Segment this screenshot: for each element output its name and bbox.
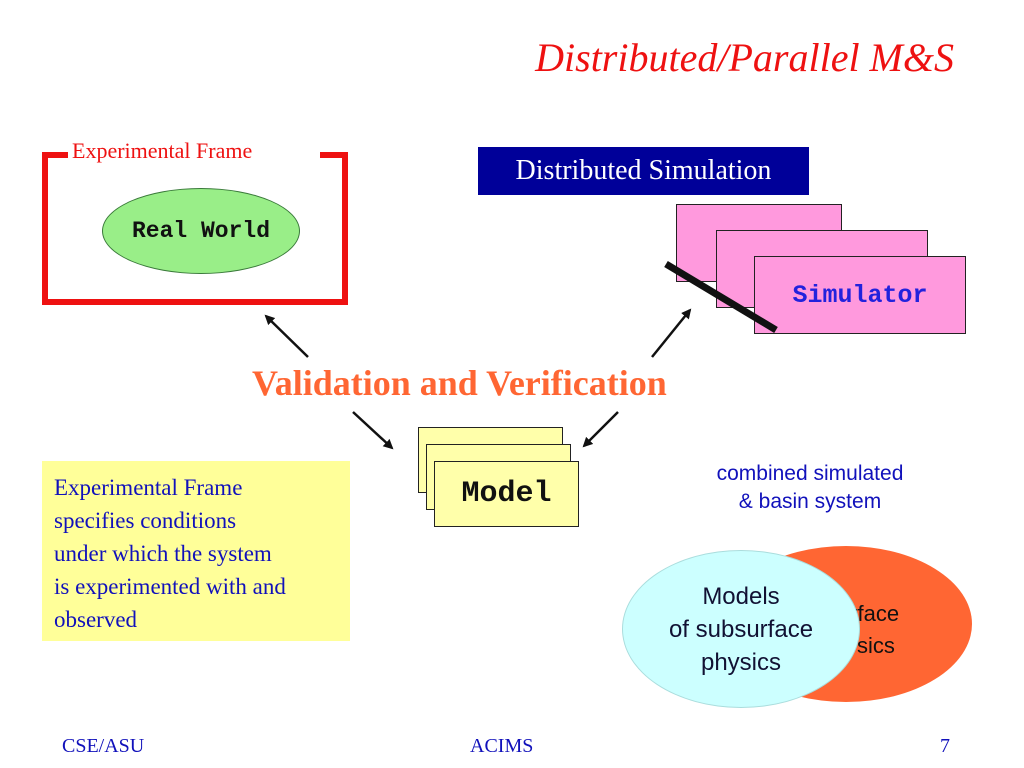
description-line: under which the system: [54, 541, 272, 566]
combined-label-line: combined simulated: [716, 462, 904, 485]
footer-left: CSE/ASU: [62, 735, 145, 757]
experimental-frame-label: Experimental Frame: [72, 138, 253, 163]
description-line: Experimental Frame: [54, 475, 243, 500]
models-label-line: of subsurface: [668, 615, 814, 643]
arrow-to-simulator: [651, 308, 692, 358]
description-line: is experimented with and: [54, 574, 286, 599]
distributed-simulation-label: Distributed Simulation: [478, 147, 809, 195]
arrow-to-model-left: [352, 411, 394, 450]
slide-title: Distributed/Parallel M&S: [535, 35, 954, 80]
experimental-frame-top-right: [320, 152, 348, 158]
description-line: specifies conditions: [54, 508, 237, 533]
real-world-ellipse: Real World: [102, 188, 300, 274]
combined-label-line: & basin system: [738, 490, 882, 513]
combined-system-label: combined simulated & basin system: [660, 460, 960, 516]
arrow-to-model-right: [582, 411, 619, 448]
models-label-line: Models: [702, 582, 780, 610]
experimental-frame-bracket: [42, 152, 348, 305]
arrow-to-real-world: [264, 314, 309, 358]
footer-center: ACIMS: [470, 735, 534, 757]
model-card-front: Model: [434, 461, 579, 527]
models-label-line: physics: [700, 648, 782, 676]
page-number: 7: [940, 735, 950, 757]
experimental-frame-top-left: [42, 152, 68, 158]
validation-verification-label: Validation and Verification: [252, 363, 667, 403]
simulator-card-front: Simulator: [754, 256, 966, 334]
description-line: observed: [54, 607, 138, 632]
experimental-frame-description: Experimental Frame specifies conditions …: [42, 461, 350, 641]
subsurface-models-ellipse: Models of subsurface physics: [622, 550, 860, 708]
